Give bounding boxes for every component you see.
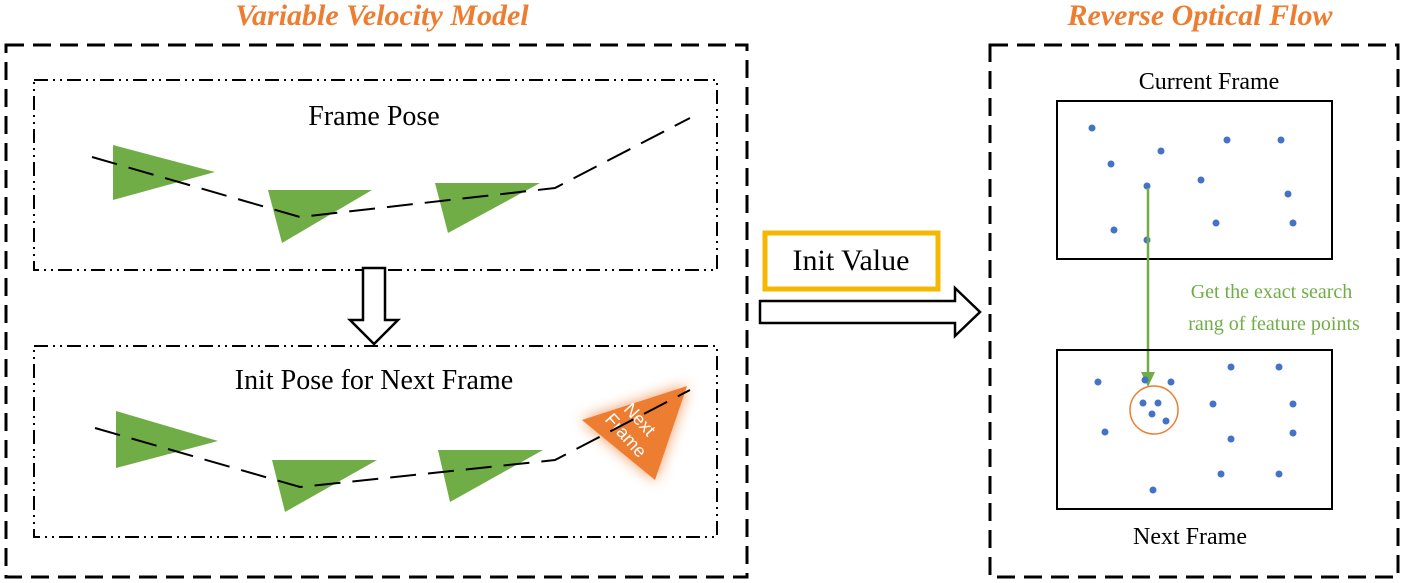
- next-frame-label: Next Frame: [1133, 524, 1247, 550]
- feature-point: [1088, 124, 1096, 132]
- feature-point: [1094, 378, 1102, 386]
- feature-point: [1101, 428, 1109, 436]
- feature-point: [1289, 400, 1297, 408]
- annotation-line-1: Get the exact search: [1191, 281, 1353, 303]
- next-frame-box: [1056, 349, 1333, 510]
- feature-point: [1209, 400, 1217, 408]
- feature-point: [1197, 176, 1205, 184]
- frame-pose-label: Frame Pose: [308, 101, 439, 132]
- feature-point: [1227, 435, 1235, 443]
- feature-point: [1227, 363, 1235, 371]
- init-pose-box: [33, 345, 718, 538]
- feature-point: [1277, 136, 1285, 144]
- feature-point: [1143, 182, 1151, 190]
- init-value-label: Init Value: [793, 244, 910, 277]
- init-pose-label: Init Pose for Next Frame: [235, 365, 513, 396]
- init-pose-trajectory: [94, 389, 691, 489]
- annotation-line-2: rang of feature points: [1188, 313, 1360, 335]
- feature-point: [1289, 429, 1297, 437]
- next-frame-points: [1094, 363, 1297, 494]
- feature-point: [1110, 226, 1118, 234]
- feature-point: [1148, 410, 1156, 418]
- feature-point: [1154, 399, 1162, 407]
- right-arrow: [758, 285, 982, 339]
- current-frame-points: [1088, 124, 1297, 244]
- feature-point: [1162, 417, 1170, 425]
- current-frame-box: [1056, 100, 1333, 260]
- next-frame-triangle: [582, 386, 687, 480]
- feature-point: [1223, 136, 1231, 144]
- next-frame-predicted-pose: Next Frame: [582, 386, 687, 480]
- feature-point: [1141, 376, 1149, 384]
- feature-point: [1167, 378, 1175, 386]
- pose-triangle: [435, 183, 540, 233]
- reverse-optical-flow-panel: [988, 43, 1400, 579]
- feature-point: [1212, 219, 1220, 227]
- pose-triangle: [268, 190, 372, 243]
- init-value-box: [762, 230, 941, 292]
- feature-point: [1275, 470, 1283, 478]
- feature-point: [1275, 363, 1283, 371]
- pose-triangle: [272, 460, 377, 512]
- current-frame-label: Current Frame: [1139, 69, 1280, 95]
- init-pose-triangles: [116, 411, 543, 512]
- pose-triangle: [438, 450, 543, 502]
- frame-pose-triangles: [113, 145, 540, 243]
- feature-point: [1217, 470, 1225, 478]
- pose-triangle: [113, 145, 215, 200]
- feature-point: [1157, 147, 1165, 155]
- feature-point: [1289, 219, 1297, 227]
- down-arrow: [346, 266, 402, 346]
- feature-point: [1284, 190, 1292, 198]
- variable-velocity-model-panel: [4, 43, 749, 579]
- left-panel-title: Variable Velocity Model: [235, 0, 529, 32]
- right-panel-title: Reverse Optical Flow: [1067, 0, 1334, 32]
- feature-point: [1149, 486, 1157, 494]
- search-region-circle: [1129, 385, 1179, 435]
- frame-pose-trajectory: [91, 117, 691, 219]
- feature-point: [1107, 160, 1115, 168]
- search-range-annotation: Get the exact search rang of feature poi…: [1188, 281, 1360, 335]
- pose-triangle: [116, 411, 218, 468]
- feature-point: [1139, 399, 1147, 407]
